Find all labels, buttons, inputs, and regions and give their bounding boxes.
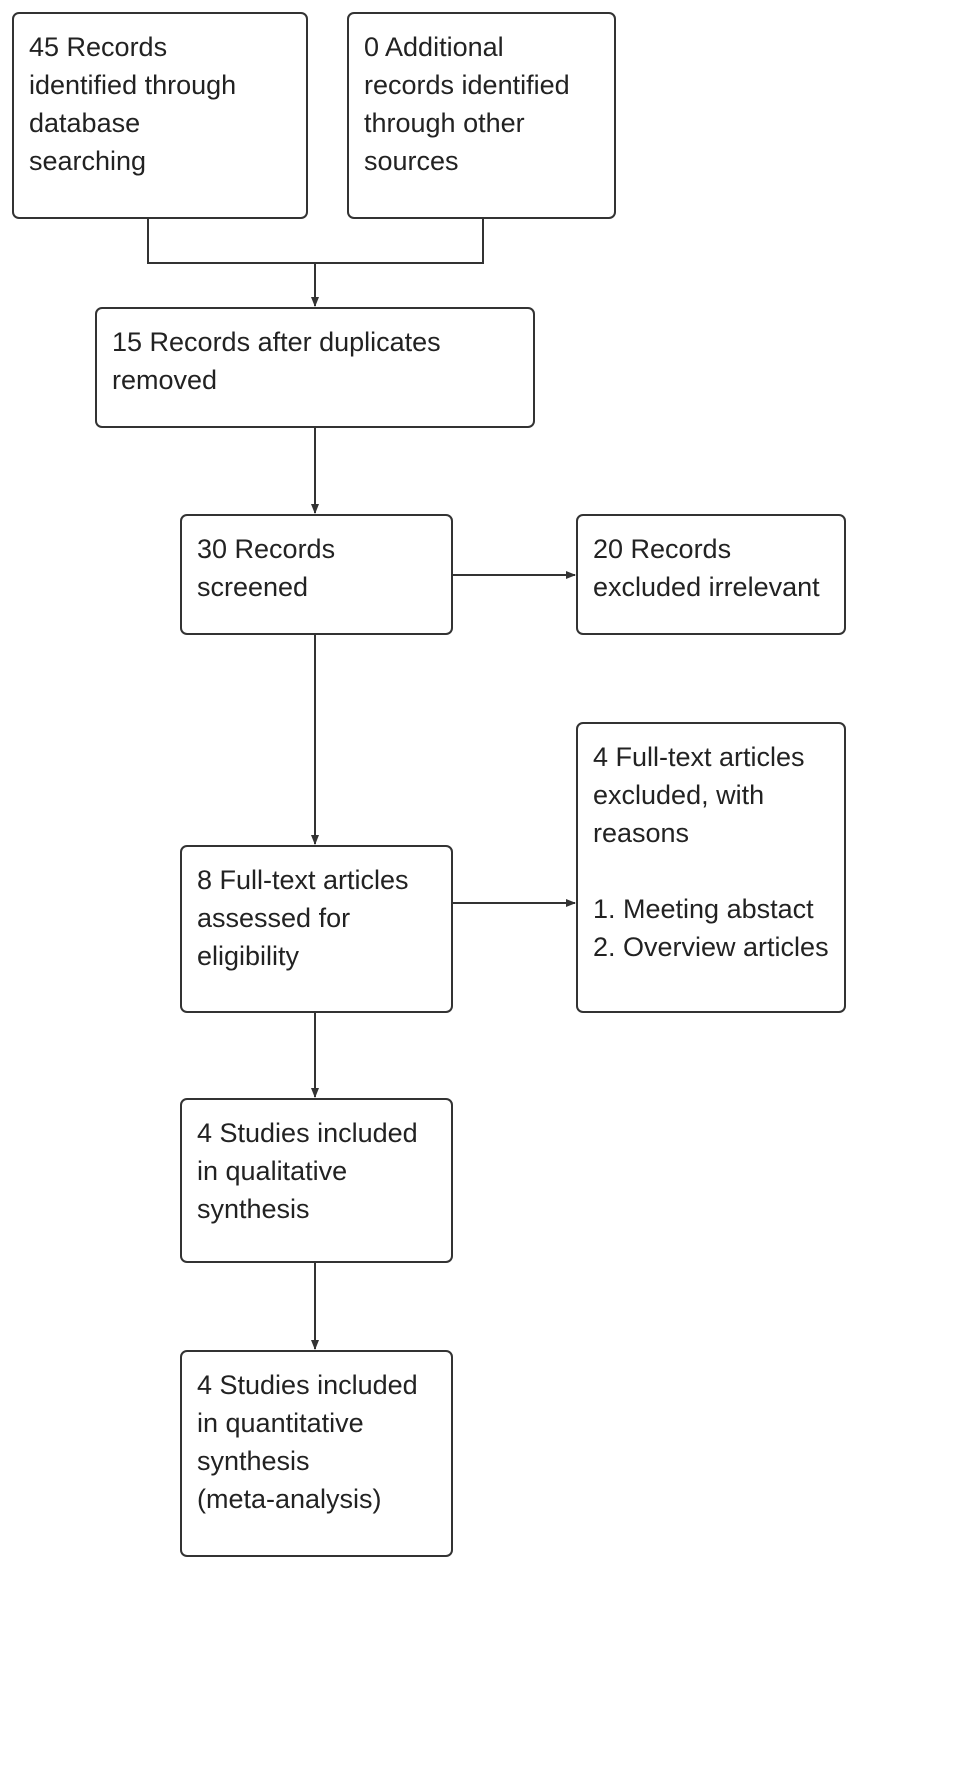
box-text: 2. Overview articles — [593, 932, 829, 962]
box-text: 4 Full-text articles — [593, 742, 805, 772]
box-quantitative-synthesis: 4 Studies included in quantitative synth… — [180, 1350, 453, 1557]
box-database-records: 45 Records identified through database s… — [12, 12, 308, 219]
box-text: 8 Full-text articles — [197, 865, 409, 895]
box-text: synthesis — [197, 1194, 310, 1224]
box-text: (meta-analysis) — [197, 1484, 382, 1514]
box-text: excluded, with — [593, 780, 765, 810]
box-text: 0 Additional — [364, 32, 504, 62]
box-text: 45 Records — [29, 32, 168, 62]
box-text: excluded irrelevant — [593, 572, 820, 602]
box-fulltext-excluded: 4 Full-text articles excluded, with reas… — [576, 722, 846, 1013]
box-text: in qualitative — [197, 1156, 348, 1186]
box-text: records identified — [364, 70, 570, 100]
box-text: reasons — [593, 818, 690, 848]
merge-connector — [147, 218, 484, 264]
box-text: searching — [29, 146, 147, 176]
box-text: screened — [197, 572, 309, 602]
box-text: sources — [364, 146, 459, 176]
box-text — [593, 852, 844, 890]
box-text: eligibility — [197, 941, 300, 971]
box-excluded-screen: 20 Records excluded irrelevant — [576, 514, 846, 635]
box-text: removed — [112, 365, 218, 395]
box-text: synthesis — [197, 1446, 310, 1476]
box-text: in quantitative — [197, 1408, 364, 1438]
box-text: 1. Meeting abstact — [593, 894, 814, 924]
box-text: 30 Records — [197, 534, 336, 564]
box-qualitative-synthesis: 4 Studies included in qualitative synthe… — [180, 1098, 453, 1263]
box-text: 15 Records after duplicates — [112, 327, 441, 357]
box-after-duplicates: 15 Records after duplicates removed — [95, 307, 535, 428]
box-text: 4 Studies included — [197, 1118, 418, 1148]
box-fulltext-assessed: 8 Full-text articles assessed for eligib… — [180, 845, 453, 1013]
box-text: database — [29, 108, 141, 138]
box-text: assessed for — [197, 903, 351, 933]
box-screened: 30 Records screened — [180, 514, 453, 635]
box-text: through other — [364, 108, 525, 138]
box-text: 20 Records — [593, 534, 732, 564]
box-text: 4 Studies included — [197, 1370, 418, 1400]
box-other-sources: 0 Additional records identified through … — [347, 12, 616, 219]
box-text: identified through — [29, 70, 237, 100]
